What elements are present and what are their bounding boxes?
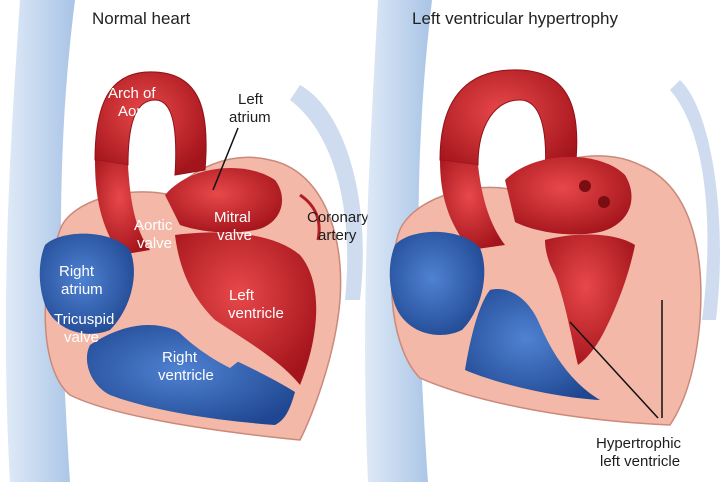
arch-of-aorta-label-1: Arch of — [108, 85, 156, 102]
coronary-artery-label-2: artery — [318, 227, 357, 244]
normal-aorta-arch — [94, 71, 207, 176]
hypertrophic-left-atrium — [505, 156, 632, 235]
hypertrophic-left-ventricle-cavity — [545, 234, 635, 365]
pulmonary-vessel-left-background — [290, 85, 363, 300]
tricuspid-valve-label-2: valve — [64, 329, 99, 346]
left-ventricle-label-2: ventricle — [228, 305, 284, 322]
hypertrophy-pointer-1 — [569, 321, 659, 419]
coronary-artery-label-1: Coronary — [307, 209, 369, 226]
aortic-valve-label-1: Aortic — [134, 217, 173, 234]
hypertrophic-right-ventricle — [465, 289, 600, 400]
right-ventricle-label-1: Right — [162, 349, 198, 366]
right-atrium-label-2: atrium — [61, 281, 103, 298]
hypertrophic-aorta-arch — [439, 69, 578, 176]
hypertrophic-lv-label-1: Hypertrophic — [596, 435, 682, 452]
left-atrium-label-1: Left — [238, 91, 264, 108]
arch-of-aorta-label-2: Aorta — [118, 103, 155, 120]
normal-aorta-trunk — [95, 160, 150, 255]
normal-left-atrium — [165, 168, 283, 233]
left-ventricle-label-1: Left — [229, 287, 255, 304]
right-ventricle-label-2: ventricle — [158, 367, 214, 384]
pulmonary-vein-opening-2 — [598, 196, 610, 208]
hypertrophic-right-atrium — [389, 231, 485, 336]
tricuspid-valve-label-1: Tricuspid — [54, 311, 114, 328]
normal-septum — [140, 260, 240, 368]
coronary-artery-vessel — [299, 193, 321, 241]
pulmonary-vessel-right-background — [670, 80, 720, 320]
normal-right-ventricle — [86, 325, 295, 425]
hypertrophic-aorta-trunk — [440, 160, 505, 250]
normal-left-ventricle — [175, 232, 317, 385]
mitral-valve-label-1: Mitral — [214, 209, 251, 226]
left-atrium-pointer — [212, 127, 239, 191]
normal-heart-panel: Normal heart Arch of Aorta Left atrium A… — [5, 0, 369, 482]
right-atrium-label-1: Right — [59, 263, 95, 280]
hypertrophy-heart-panel: Left ventricular hypertrophy Hypertrophi… — [365, 0, 720, 482]
left-atrium-label-2: atrium — [229, 109, 271, 126]
mitral-valve-label-2: valve — [217, 227, 252, 244]
aortic-valve-label-2: valve — [137, 235, 172, 252]
normal-heart-title: Normal heart — [92, 9, 191, 28]
hypertrophy-title: Left ventricular hypertrophy — [412, 9, 618, 28]
hypertrophic-lv-label-2: left ventricle — [600, 453, 680, 470]
pulmonary-vein-opening-1 — [579, 180, 591, 192]
normal-right-atrium — [39, 233, 134, 334]
